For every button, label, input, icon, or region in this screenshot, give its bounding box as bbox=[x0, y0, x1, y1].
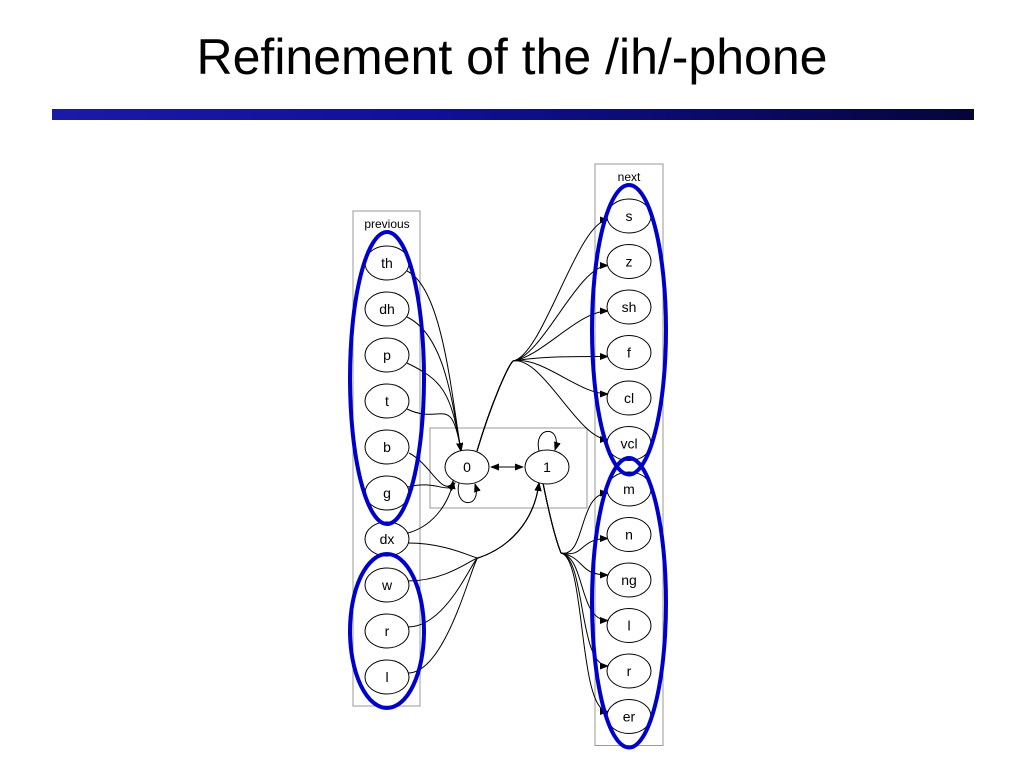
highlight-group-prev-th-to-g bbox=[348, 230, 426, 526]
next-node-l-ellipse bbox=[606, 608, 652, 643]
next-node-f-label: f bbox=[627, 345, 631, 361]
edge-s0-to-next-f bbox=[476, 352, 609, 452]
edge-prev-dh-to-s0 bbox=[406, 316, 464, 452]
next-node-cl: cl bbox=[606, 380, 652, 416]
previous-node-r: r bbox=[364, 613, 410, 649]
next-node-z: z bbox=[606, 244, 652, 279]
previous-node-l-ellipse bbox=[364, 659, 410, 695]
edge-s0-to-s0-self-loop bbox=[457, 482, 481, 504]
next-node-sh-ellipse bbox=[606, 289, 652, 325]
state-node-s0-label: 0 bbox=[463, 459, 471, 475]
next-node-s-label: s bbox=[626, 208, 633, 224]
next-column-label: next bbox=[618, 170, 641, 184]
edge-s0-to-next-vcl bbox=[476, 360, 609, 452]
edge-prev-th-to-s0 bbox=[406, 270, 464, 452]
previous-node-p: p bbox=[364, 337, 410, 373]
next-node-ng-label: ng bbox=[621, 572, 637, 588]
edge-prev-t-to-s0 bbox=[406, 408, 464, 452]
previous-node-l-label: l bbox=[385, 669, 388, 685]
next-node-cl-label: cl bbox=[624, 390, 634, 406]
state-node-s1-ellipse bbox=[524, 449, 570, 485]
previous-node-th: th bbox=[364, 245, 410, 281]
next-node-er-label: er bbox=[623, 709, 636, 725]
previous-node-t-ellipse bbox=[364, 383, 410, 419]
next-node-n-ellipse bbox=[606, 517, 652, 552]
next-node-vcl: vcl bbox=[606, 426, 652, 461]
next-node-m: m bbox=[606, 471, 652, 507]
next-node-sh-label: sh bbox=[622, 299, 637, 315]
previous-node-g-label: g bbox=[383, 485, 391, 501]
edge-prev-dx-to-s1 bbox=[407, 482, 542, 559]
slide-title: Refinement of the /ih/-phone bbox=[196, 29, 828, 85]
edge-s1-to-next-er bbox=[542, 482, 609, 715]
edge-s0-to-next-z bbox=[476, 262, 609, 452]
previous-node-dh-ellipse bbox=[364, 291, 410, 327]
next-node-m-label: m bbox=[623, 481, 635, 497]
edge-prev-l-to-s1 bbox=[407, 482, 542, 674]
next-node-l-label: l bbox=[627, 618, 630, 634]
next-node-r-label: r bbox=[627, 663, 632, 679]
previous-node-w: w bbox=[364, 567, 410, 603]
previous-node-dh: dh bbox=[364, 291, 410, 327]
next-node-z-ellipse bbox=[606, 244, 652, 279]
previous-node-dx: dx bbox=[364, 521, 410, 557]
previous-node-b: b bbox=[364, 429, 410, 465]
previous-node-p-label: p bbox=[383, 347, 391, 363]
state-cluster-box bbox=[429, 427, 588, 509]
highlight-group-prev-w-to-l bbox=[348, 552, 426, 710]
edge-prev-dx-to-s0 bbox=[407, 480, 456, 534]
next-node-f-ellipse bbox=[606, 335, 652, 370]
previous-node-w-label: w bbox=[381, 577, 393, 593]
previous-node-b-ellipse bbox=[364, 429, 410, 465]
edge-prev-r-to-s1 bbox=[407, 482, 542, 628]
next-node-ng: ng bbox=[606, 562, 652, 598]
next-node-er: er bbox=[606, 699, 652, 734]
title-rule bbox=[52, 109, 974, 120]
state-node-s0-ellipse bbox=[444, 449, 490, 485]
previous-node-l: l bbox=[364, 659, 410, 695]
previous-node-r-ellipse bbox=[364, 613, 410, 649]
state-node-s0: 0 bbox=[444, 449, 490, 485]
previous-node-b-label: b bbox=[383, 439, 391, 455]
next-node-z-label: z bbox=[626, 254, 633, 270]
next-node-s: s bbox=[606, 198, 652, 234]
next-node-vcl-label: vcl bbox=[620, 436, 637, 452]
next-node-cl-ellipse bbox=[606, 380, 652, 416]
highlight-group-next-s-to-vcl bbox=[590, 183, 668, 477]
edge-s1-to-next-l bbox=[542, 482, 609, 624]
highlight-group-next-m-to-er bbox=[590, 456, 668, 750]
previous-node-w-ellipse bbox=[364, 567, 410, 603]
next-node-l: l bbox=[606, 608, 652, 643]
next-node-r-ellipse bbox=[606, 653, 652, 689]
next-node-r: r bbox=[606, 653, 652, 689]
next-node-n-label: n bbox=[625, 527, 633, 543]
previous-node-p-ellipse bbox=[364, 337, 410, 373]
next-node-n: n bbox=[606, 517, 652, 552]
next-node-ng-ellipse bbox=[606, 562, 652, 598]
previous-node-t: t bbox=[364, 383, 410, 419]
state-node-s1: 1 bbox=[524, 449, 570, 485]
edge-s0-to-next-cl bbox=[476, 360, 609, 452]
previous-node-th-label: th bbox=[381, 255, 393, 271]
previous-node-t-label: t bbox=[385, 393, 389, 409]
previous-node-r-label: r bbox=[385, 623, 390, 639]
state-node-s1-label: 1 bbox=[543, 459, 551, 475]
previous-node-dh-label: dh bbox=[379, 301, 395, 317]
next-node-sh: sh bbox=[606, 289, 652, 325]
next-node-f: f bbox=[606, 335, 652, 370]
previous-node-g: g bbox=[364, 475, 410, 511]
previous-node-dx-label: dx bbox=[380, 531, 395, 547]
previous-column-label: previous bbox=[364, 217, 409, 231]
edge-s1-to-s1-self-loop bbox=[537, 430, 561, 452]
